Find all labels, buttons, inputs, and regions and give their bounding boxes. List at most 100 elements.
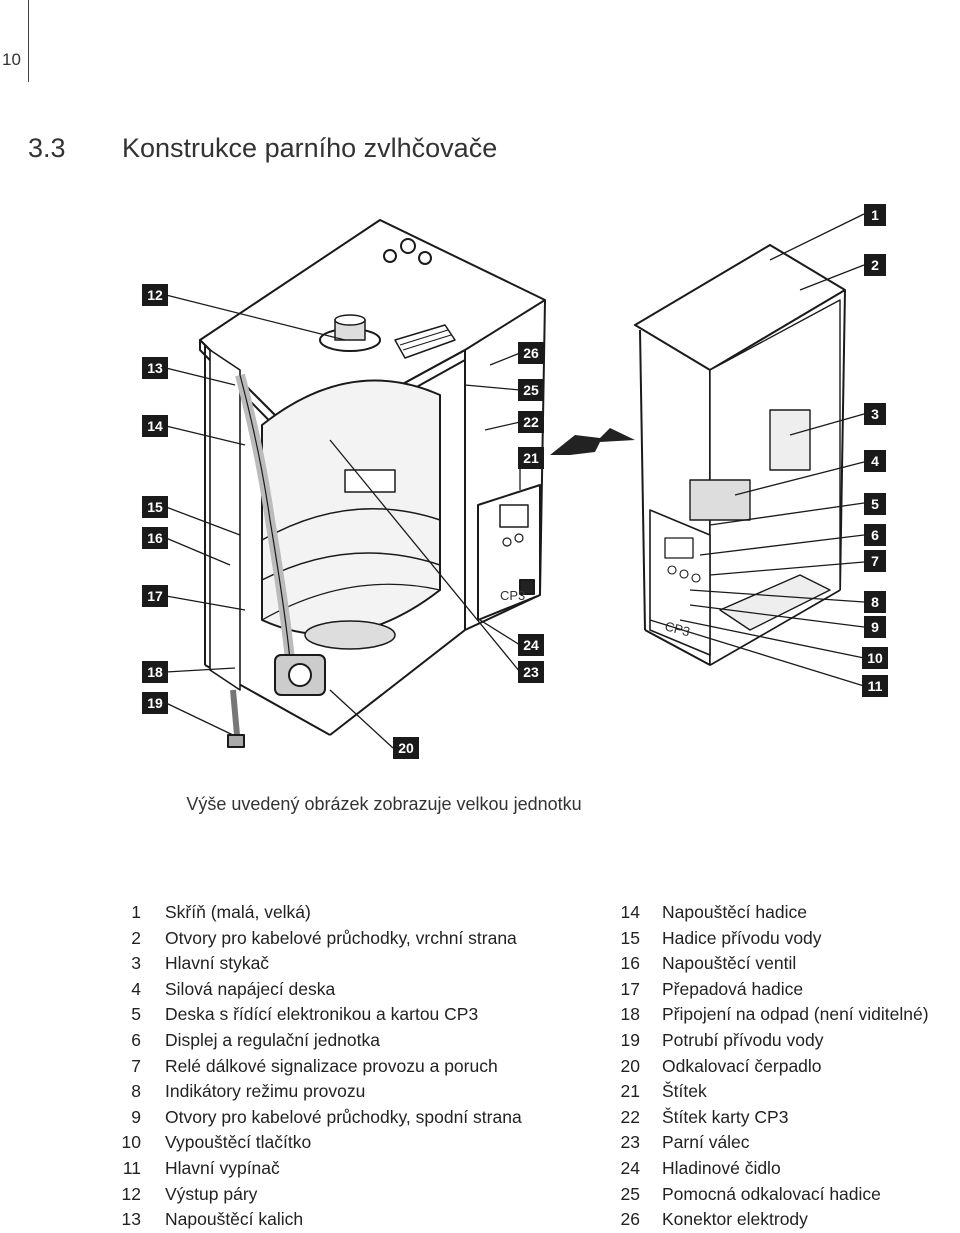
callout-badge-7: 7 xyxy=(864,550,886,572)
legend-text: Deska s řídící elektronikou a kartou CP3 xyxy=(165,1004,479,1025)
legend-number: 14 xyxy=(620,902,640,922)
svg-text:8: 8 xyxy=(871,594,879,610)
legend-item: 1 Skříň (malá, velká) xyxy=(105,900,585,926)
svg-text:13: 13 xyxy=(147,360,163,376)
svg-text:3: 3 xyxy=(871,406,879,422)
legend-item: 4 Silová napájecí deska xyxy=(105,977,585,1003)
legend-text: Hladinové čidlo xyxy=(662,1157,781,1178)
callout-badge-21: 21 xyxy=(518,447,544,469)
legend-text: Silová napájecí deska xyxy=(165,978,336,999)
legend-text: Pomocná odkalovací hadice xyxy=(662,1183,881,1204)
legend-text: Štítek xyxy=(662,1081,707,1102)
callout-badge-11: 11 xyxy=(862,675,888,697)
svg-text:6: 6 xyxy=(871,527,879,543)
callout-badge-12: 12 xyxy=(142,284,168,306)
legend-number: 2 xyxy=(131,927,141,948)
legend-item: 6 Displej a regulační jednotka xyxy=(105,1028,585,1054)
legend-item: 13 Napouštěcí kalich xyxy=(105,1207,585,1233)
left-panel-label: CP3 xyxy=(500,588,525,603)
section-number: 3.3 xyxy=(28,133,66,163)
legend-item: 5 Deska s řídící elektronikou a kartou CP… xyxy=(105,1002,585,1028)
legend-number: 23 xyxy=(620,1132,640,1153)
callout-badge-23: 23 xyxy=(518,661,544,683)
callout-badge-2: 2 xyxy=(864,254,886,276)
legend-text: Skříň (malá, velká) xyxy=(165,902,311,922)
legend-text: Napouštěcí kalich xyxy=(165,1209,304,1230)
svg-text:1: 1 xyxy=(871,207,879,223)
svg-text:25: 25 xyxy=(523,382,539,398)
callout-badges: 1 2 3 4 5 6 7 8 9 10 11 12 13 14 15 16 1… xyxy=(142,204,888,759)
callout-badge-15: 15 xyxy=(142,496,168,518)
callout-badge-1: 1 xyxy=(864,204,886,226)
legend-number: 22 xyxy=(620,1106,640,1127)
legend-number: 4 xyxy=(131,978,141,999)
legend-number: 6 xyxy=(131,1029,141,1050)
legend-text: Štítek karty CP3 xyxy=(662,1106,789,1127)
svg-text:14: 14 xyxy=(147,418,163,434)
legend-number: 13 xyxy=(121,1209,141,1230)
page-number: 10 xyxy=(2,50,21,69)
legend-number: 24 xyxy=(620,1157,640,1178)
svg-text:20: 20 xyxy=(398,740,414,756)
legend-number: 25 xyxy=(620,1183,640,1204)
callout-badge-18: 18 xyxy=(142,661,168,683)
legend-number: 26 xyxy=(620,1209,640,1230)
svg-text:7: 7 xyxy=(871,553,879,569)
legend-text: Otvory pro kabelové průchodky, spodní st… xyxy=(165,1106,522,1127)
view-arrow xyxy=(550,428,635,455)
leader-lines xyxy=(165,213,865,749)
legend-item: 25 Pomocná odkalovací hadice xyxy=(595,1182,960,1208)
svg-text:26: 26 xyxy=(523,345,539,361)
svg-text:5: 5 xyxy=(871,496,879,512)
legend-text: Displej a regulační jednotka xyxy=(165,1029,380,1050)
humidifier-figure: CP3 CP3 xyxy=(0,190,960,770)
svg-text:17: 17 xyxy=(147,588,163,604)
legend-number: 15 xyxy=(620,927,640,948)
legend-text: Parní válec xyxy=(662,1132,750,1153)
svg-text:21: 21 xyxy=(523,450,539,466)
legend-number: 8 xyxy=(131,1081,141,1102)
svg-text:11: 11 xyxy=(868,678,883,694)
legend-text: Vypouštěcí tlačítko xyxy=(165,1132,312,1153)
legend-number: 7 xyxy=(131,1055,141,1076)
legend-number: 1 xyxy=(131,902,141,922)
svg-text:23: 23 xyxy=(523,664,539,680)
legend-number: 21 xyxy=(620,1081,640,1102)
legend-item: 24 Hladinové čidlo xyxy=(595,1156,960,1182)
legend-text: Připojení na odpad (není viditelné) xyxy=(662,1004,929,1025)
callout-badge-13: 13 xyxy=(142,357,168,379)
callout-badge-5: 5 xyxy=(864,493,886,515)
callout-badge-6: 6 xyxy=(864,524,886,546)
section-title: Konstrukce parního zvlhčovače xyxy=(122,133,498,163)
legend-number: 16 xyxy=(620,953,640,974)
legend-item: 22 Štítek karty CP3 xyxy=(595,1105,960,1131)
callout-badge-20: 20 xyxy=(393,737,419,759)
svg-text:18: 18 xyxy=(147,664,163,680)
legend-text: Odkalovací čerpadlo xyxy=(662,1055,822,1076)
legend-number: 10 xyxy=(121,1132,141,1153)
callout-badge-17: 17 xyxy=(142,585,168,607)
legend-number: 12 xyxy=(121,1183,141,1204)
callout-badge-25: 25 xyxy=(518,379,544,401)
svg-text:10: 10 xyxy=(867,650,883,666)
callout-badge-14: 14 xyxy=(142,415,168,437)
legend-number: 5 xyxy=(131,1004,141,1025)
legend-text: Přepadová hadice xyxy=(662,978,804,999)
humidifier-diagram: CP3 CP3 xyxy=(142,204,888,759)
svg-text:12: 12 xyxy=(147,287,163,303)
callout-badge-4: 4 xyxy=(864,450,886,472)
legend-item: 21 Štítek xyxy=(595,1079,960,1105)
legend-text: Otvory pro kabelové průchodky, vrchní st… xyxy=(165,927,517,948)
legend-number: 19 xyxy=(620,1029,640,1050)
